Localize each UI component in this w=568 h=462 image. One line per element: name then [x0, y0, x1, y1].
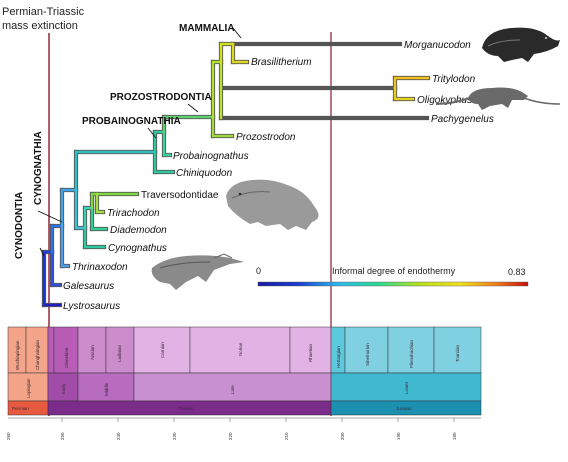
traversodontid-illustration — [226, 179, 319, 230]
tick-label-210: 210 — [284, 432, 289, 440]
epoch-label-early: Early — [61, 383, 66, 394]
taxon-tritylodon: Tritylodon — [432, 74, 476, 85]
stage-label-olenekian: Olenekian — [64, 347, 69, 368]
stage-label-toarcian: Toarcian — [455, 344, 460, 362]
endothermy-legend: 0 Informal degree of endothermy 0.83 — [256, 266, 529, 287]
taxon-chiniquodon: Chiniquodon — [176, 168, 233, 179]
time-axis: 250 240 230 220 210 200 190 180 260 — [6, 417, 481, 440]
extinction-label-line1: Permian-Triassic — [2, 6, 85, 18]
tick-label-250: 250 — [60, 432, 65, 440]
clade-label-cynodontia: CYNODONTIA — [14, 192, 25, 259]
clade-label-cynognathia: CYNOGNATHIA — [33, 131, 44, 205]
stage-label-hettangian: Hettangian — [336, 346, 341, 368]
phylogenetic-tree — [41, 41, 431, 308]
epoch-early-triassic — [47, 372, 79, 402]
stage-rhaetian — [289, 326, 332, 374]
epoch-late-triassic — [133, 372, 332, 402]
legend-color-bar — [257, 281, 529, 287]
clade-label-prozostrodontia: PROZOSTRODONTIA — [110, 92, 212, 103]
tick-label-260: 260 — [6, 432, 11, 440]
tick-label-230: 230 — [172, 432, 177, 440]
stage-label-ladinian: Ladinian — [117, 344, 122, 362]
tick-label-190: 190 — [396, 432, 401, 440]
tick-label-240: 240 — [116, 432, 121, 440]
stage-label-anisian: Anisian — [90, 345, 95, 360]
tick-label-220: 220 — [228, 432, 233, 440]
epoch-label-late: Late — [230, 385, 235, 394]
stage-label-changhsingian: Changhsingian — [35, 339, 40, 370]
taxon-pachygenelus: Pachygenelus — [431, 114, 494, 125]
period-label-permian: Permian — [12, 406, 29, 411]
period-label-triassic: Triassic — [178, 406, 194, 411]
legend-title: Informal degree of endothermy — [332, 266, 456, 276]
stage-induan — [47, 326, 55, 374]
stage-pliensbachian — [387, 326, 435, 374]
taxon-cynognathus: Cynognathus — [108, 243, 167, 254]
clade-label-probainognathia: PROBAINOGNATHIA — [82, 116, 181, 127]
taxon-diademodon: Diademodon — [110, 225, 167, 236]
thrinaxodon-illustration — [151, 253, 244, 290]
taxon-morganucodon: Morganucodon — [404, 40, 471, 51]
taxon-oligokyphus: Oligokyphus — [417, 95, 472, 106]
period-jurassic — [330, 400, 482, 416]
epoch-lower-jurassic — [330, 372, 482, 402]
epoch-middle-triassic — [77, 372, 135, 402]
stage-label-carnian: Carnian — [160, 342, 165, 358]
stage-label-wuchiapingian: Wuchiapingian — [15, 340, 20, 370]
clade-labels: CYNODONTIA CYNOGNATHIA PROBAINOGNATHIA P… — [14, 23, 242, 259]
taxon-labels: Lystrosaurus Galesaurus Thrinaxodon Cyno… — [63, 40, 494, 312]
stage-label-sinemurian: Sinemurian — [365, 343, 370, 366]
taxon-prozostrodon: Prozostrodon — [236, 132, 296, 143]
stage-norian — [189, 326, 291, 374]
period-label-jurassic: Jurassic — [396, 406, 413, 411]
legend-min-label: 0 — [256, 266, 261, 276]
taxon-traversodontidae: Traversodontidae — [141, 190, 219, 201]
epoch-lopingian — [7, 372, 49, 402]
stage-label-pliensbachian: Pliensbachian — [409, 339, 414, 368]
epoch-label-lopingian: Lopingian — [26, 378, 31, 398]
legend-max-label: 0.83 — [508, 267, 526, 277]
taxon-trirachodon: Trirachodon — [107, 208, 160, 219]
taxon-galesaurus: Galesaurus — [63, 281, 114, 292]
tick-label-200: 200 — [340, 432, 345, 440]
stage-anisian — [77, 326, 107, 374]
taxon-brasilitherium: Brasilitherium — [251, 57, 312, 68]
stage-label-rhaetian: Rhaetian — [308, 343, 313, 362]
stage-label-norian: Norian — [238, 342, 243, 356]
stage-carnian — [133, 326, 191, 374]
clade-label-mammalia: MAMMALIA — [179, 23, 235, 34]
extinction-label-line2: mass extinction — [2, 20, 78, 32]
tick-label-180: 180 — [452, 432, 457, 440]
timescale-labels: Wuchiapingian Changhsingian Olenekian An… — [12, 339, 460, 411]
taxon-probainognathus: Probainognathus — [173, 151, 249, 162]
stage-olenekian — [53, 326, 79, 374]
epoch-label-lower: Lower — [404, 381, 409, 394]
taxon-thrinaxodon: Thrinaxodon — [72, 262, 128, 273]
geologic-timescale — [7, 326, 482, 416]
taxon-lystrosaurus: Lystrosaurus — [63, 301, 120, 312]
oligokyphus-illustration — [435, 87, 561, 110]
morganucodon-illustration — [482, 27, 560, 63]
stage-toarcian — [433, 326, 482, 374]
epoch-label-middle: Middle — [104, 382, 109, 396]
